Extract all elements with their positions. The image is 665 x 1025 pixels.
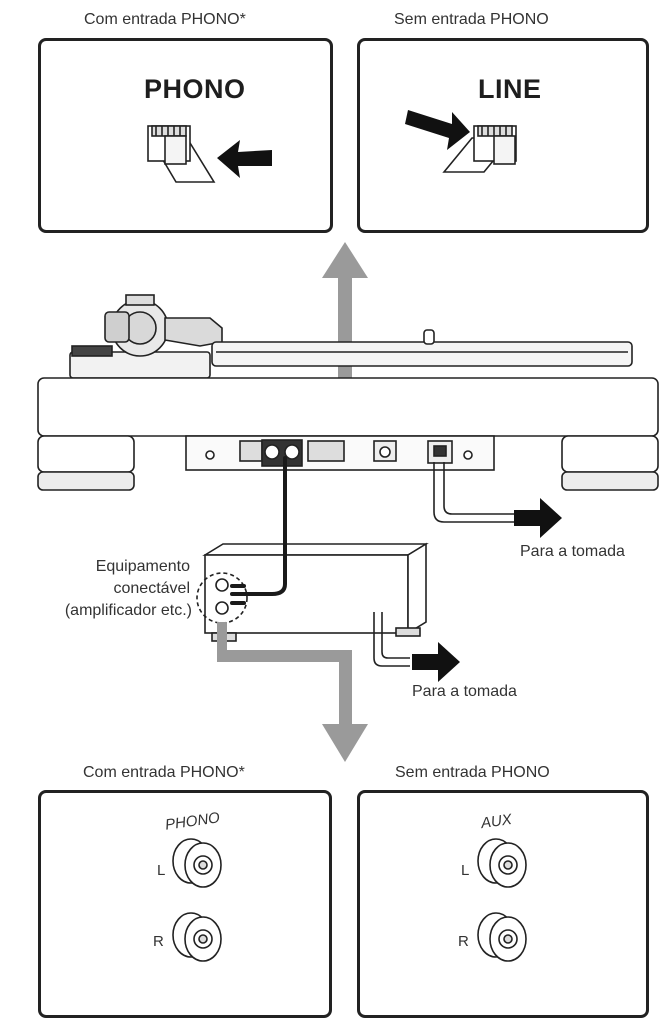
panel-phono-switch: PHONO [38,38,333,233]
equipment-label-line-3: (amplificador etc.) [64,602,192,619]
channel-right-label: R [153,933,164,950]
selector-switch-phono-icon [147,125,216,183]
flow-arrow-down-icon [217,622,368,762]
outlet-label-1: Para a tomada [520,543,625,560]
push-arrow-left-icon [217,140,272,178]
audio-cable-icon [230,456,287,605]
push-arrow-right-icon [405,110,470,150]
caption-bottom-right: Sem entrada PHONO [395,764,550,781]
switch-label-phono: PHONO [144,74,246,104]
outlet-label-2: Para a tomada [412,683,517,700]
caption-bottom-left: Com entrada PHONO* [83,764,245,781]
switch-label-line: LINE [478,74,542,104]
turntable-icon [37,294,659,491]
caption-top-left: Com entrada PHONO* [84,11,246,28]
caption-top-right: Sem entrada PHONO [394,11,549,28]
channel-left-label: L [461,862,470,879]
channel-left-label: L [157,862,166,879]
aux-jacks-icon [477,838,527,962]
outlet-arrow-1-icon [514,498,562,538]
selector-switch-line-icon [442,125,517,173]
amplifier-power-cord-icon [373,612,410,667]
equipment-label-line-2: conectável [113,580,191,597]
panel-phono-input: PHONO L R [38,790,332,1018]
equipment-label-line-1: Equipamento [95,558,190,575]
turntable-power-cord-icon [433,462,514,523]
channel-right-label: R [458,933,469,950]
outlet-arrow-2-icon [412,642,460,682]
panel-aux-input: AUX L R [357,790,649,1018]
phono-jacks-icon [172,838,222,962]
